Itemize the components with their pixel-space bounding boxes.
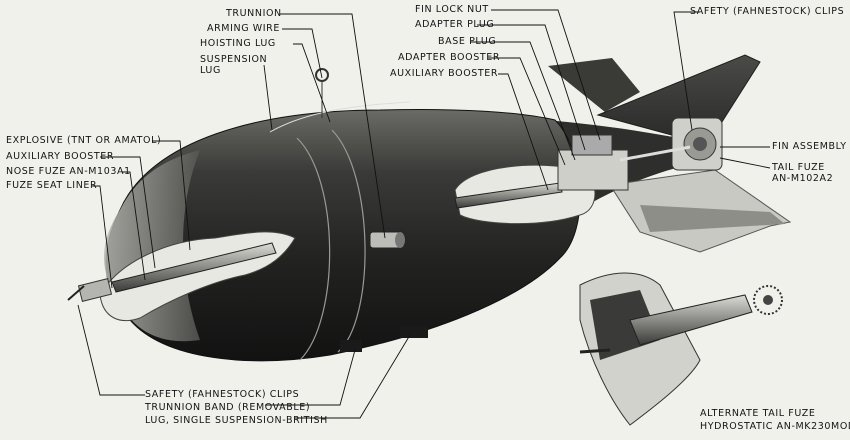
label-safety-clips-top: SAFETY (FAHNESTOCK) CLIPS: [690, 6, 845, 17]
tail-cutaway: [454, 134, 691, 225]
fin-lock-mechanism: [671, 117, 723, 171]
label-fuze-seat-liner: FUZE SEAT LINER: [6, 180, 98, 191]
label-base-plug: BASE PLUG: [438, 36, 497, 47]
label-suspension-lug-line1: SUSPENSION: [200, 54, 268, 65]
label-auxiliary-booster-tail: AUXILIARY BOOSTER: [390, 68, 499, 79]
nose-cutaway: [67, 231, 296, 322]
label-trunnion-band: TRUNNION BAND (REMOVABLE): [145, 402, 311, 413]
label-lug-british: LUG, SINGLE SUSPENSION-BRITISH: [145, 415, 328, 426]
label-suspension-lug-line2: LUG: [200, 65, 221, 76]
label-adapter-plug: ADAPTER PLUG: [415, 19, 495, 30]
label-fin-assembly: FIN ASSEMBLY: [772, 141, 847, 152]
leader-lines: [77, 9, 771, 419]
label-alternate-tail-fuze-line2: HYDROSTATIC AN-MK230MOD -: [700, 421, 850, 432]
label-safety-clips-bottom: SAFETY (FAHNESTOCK) CLIPS: [145, 389, 300, 400]
label-fin-lock-nut: FIN LOCK NUT: [415, 4, 489, 15]
label-arming-wire: ARMING WIRE: [207, 23, 280, 34]
label-tail-fuze-line1: TAIL FUZE: [772, 162, 825, 173]
label-alternate-tail-fuze-line1: ALTERNATE TAIL FUZE: [700, 408, 816, 419]
label-hoisting-lug: HOISTING LUG: [200, 38, 276, 49]
label-tail-fuze-line2: AN-M102A2: [772, 173, 834, 184]
label-trunnion: TRUNNION: [226, 8, 282, 19]
label-explosive: EXPLOSIVE (TNT OR AMATOL): [6, 135, 162, 146]
trunnion-shape: [369, 231, 405, 249]
alternate-tail-fuze: [579, 272, 783, 426]
label-auxiliary-booster-nose: AUXILIARY BOOSTER: [6, 151, 115, 162]
label-nose-fuze: NOSE FUZE AN-M103A1: [6, 166, 131, 177]
label-adapter-booster: ADAPTER BOOSTER: [398, 52, 501, 63]
